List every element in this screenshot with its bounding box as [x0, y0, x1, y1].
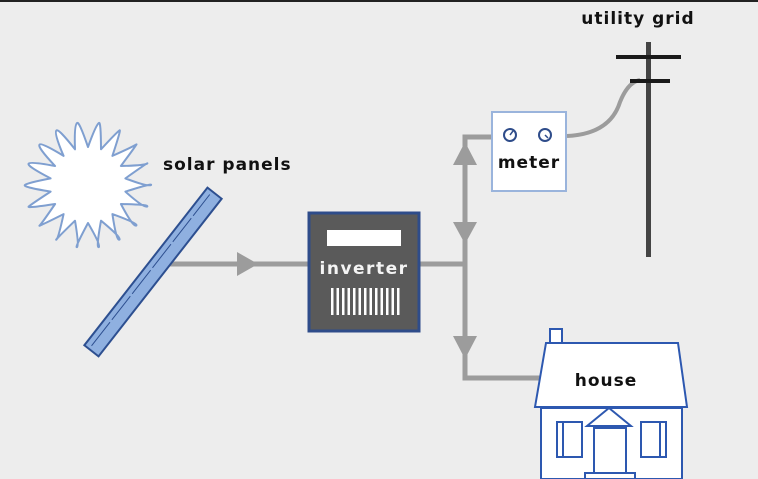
solar-panels-label: solar panels — [163, 155, 292, 175]
solar-panel-icon — [82, 186, 224, 358]
house-label: house — [575, 371, 638, 391]
vent-bar — [369, 288, 372, 315]
utility-grid-label: utility grid — [581, 9, 694, 29]
vent-bar — [353, 288, 356, 315]
arrow-down-icon — [453, 336, 477, 359]
arrow-up-icon — [453, 142, 477, 165]
house-icon — [533, 328, 689, 479]
meter-dial-icon — [538, 128, 552, 142]
window-left — [556, 421, 583, 458]
arrow-right-icon — [237, 252, 258, 276]
bus-line — [462, 134, 540, 381]
arrowheads — [237, 142, 477, 359]
arrow-down-icon — [453, 222, 477, 244]
utility-pole-icon — [616, 42, 681, 257]
inverter-label: inverter — [320, 259, 409, 279]
meter-dial-icon — [503, 128, 517, 142]
meter-to-pole-line — [566, 78, 641, 138]
vent-bar — [347, 288, 350, 315]
window-right — [640, 421, 667, 458]
doorstep — [584, 472, 636, 479]
connector-lines — [165, 78, 641, 381]
vent-bar — [386, 288, 389, 315]
vent-bar — [336, 288, 339, 315]
vent-bar — [380, 288, 383, 315]
sun-icon — [23, 121, 153, 249]
inverter-icon — [307, 211, 421, 333]
vent-bar — [375, 288, 378, 315]
meter-label: meter — [498, 153, 560, 173]
vent-bar — [397, 288, 400, 315]
vent-bar — [342, 288, 345, 315]
vent-bar — [364, 288, 367, 315]
vent-bar — [358, 288, 361, 315]
roof — [533, 342, 689, 408]
vent-bar — [391, 288, 394, 315]
meter-icon — [491, 111, 567, 192]
vent-bar — [331, 288, 334, 315]
door — [593, 427, 627, 476]
porch-roof — [584, 406, 634, 427]
inverter-vent-bars — [331, 288, 400, 315]
